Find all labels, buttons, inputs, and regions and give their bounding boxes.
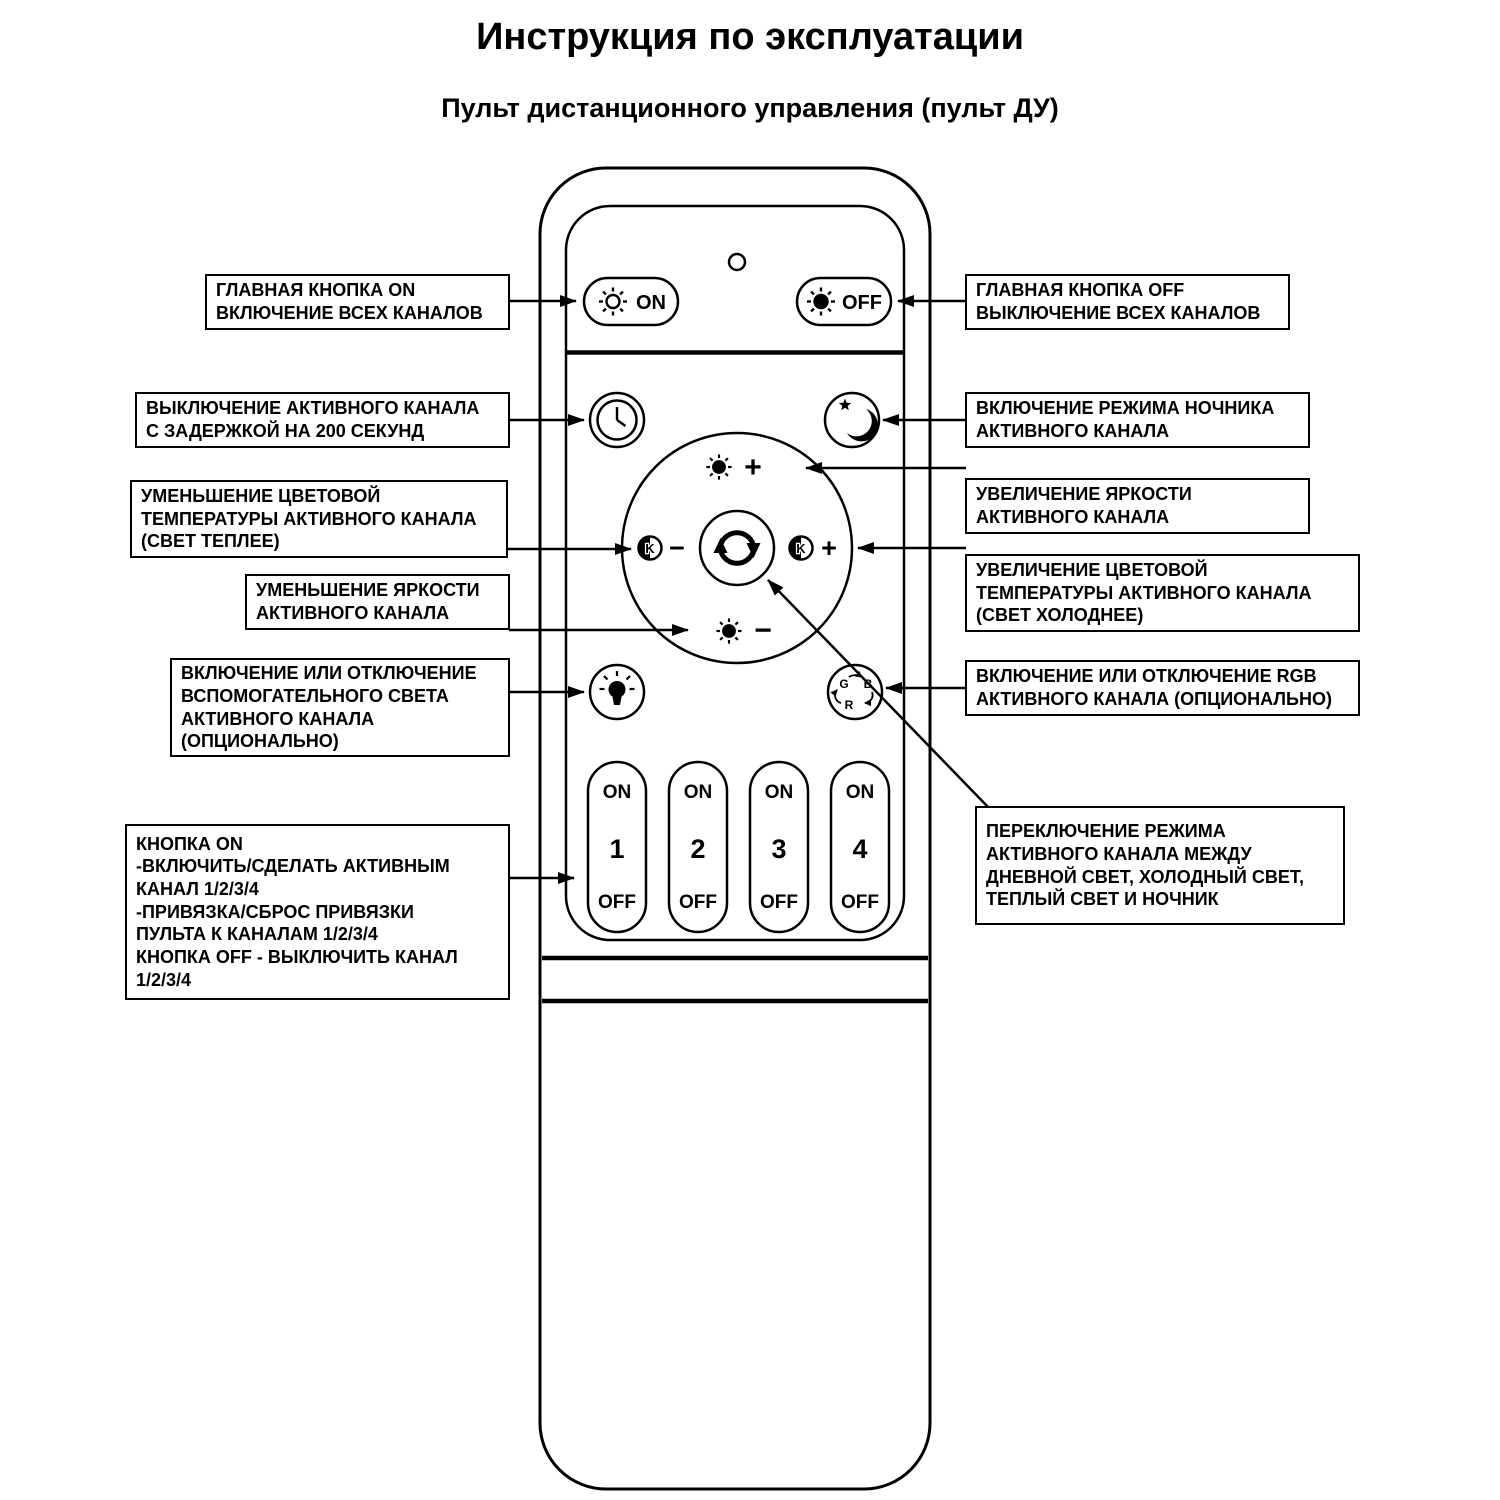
callout-channel-buttons: КНОПКА ON -ВКЛЮЧИТЬ/СДЕЛАТЬ АКТИВНЫМ КАН… [125, 824, 510, 1000]
callout-aux-light: ВКЛЮЧЕНИЕ ИЛИ ОТКЛЮЧЕНИЕ ВСПОМОГАТЕЛЬНОГ… [170, 658, 510, 757]
led-dot [727, 252, 747, 272]
svg-text:OFF: OFF [841, 892, 879, 913]
night-light-button [823, 391, 881, 449]
main-on-button: ON [582, 276, 680, 327]
main-on-label: ON [636, 292, 666, 314]
svg-text:3: 3 [771, 834, 786, 864]
aux-light-button [588, 663, 646, 721]
svg-text:ON: ON [603, 782, 632, 803]
callout-main-on: ГЛАВНАЯ КНОПКА ON ВКЛЮЧЕНИЕ ВСЕХ КАНАЛОВ [205, 274, 510, 330]
svg-text:2: 2 [690, 834, 705, 864]
brightness-up-button: + [705, 451, 762, 484]
svg-text:OFF: OFF [679, 892, 717, 913]
channel-2-button: ON 2 OFF [667, 760, 729, 934]
temp-minus-sign: − [669, 533, 685, 563]
callout-rgb: ВКЛЮЧЕНИЕ ИЛИ ОТКЛЮЧЕНИЕ RGB АКТИВНОГО К… [965, 660, 1360, 716]
callout-temp-down: УМЕНЬШЕНИЕ ЦВЕТОВОЙ ТЕМПЕРАТУРЫ АКТИВНОГ… [130, 480, 508, 558]
kelvin-plus-icon: K [788, 535, 814, 561]
brightness-down-button: − [715, 614, 772, 647]
callout-main-off: ГЛАВНАЯ КНОПКА OFF ВЫКЛЮЧЕНИЕ ВСЕХ КАНАЛ… [965, 274, 1290, 330]
callout-temp-up: УВЕЛИЧЕНИЕ ЦВЕТОВОЙ ТЕМПЕРАТУРЫ АКТИВНОГ… [965, 554, 1360, 632]
page-subtitle: Пульт дистанционного управления (пульт Д… [441, 93, 1059, 123]
svg-text:4: 4 [852, 834, 867, 864]
bulb-icon [599, 671, 635, 705]
svg-text:1: 1 [609, 834, 624, 864]
svg-text:ON: ON [684, 782, 713, 803]
svg-text:OFF: OFF [760, 892, 798, 913]
callout-brightness-down: УМЕНЬШЕНИЕ ЯРКОСТИ АКТИВНОГО КАНАЛА [245, 574, 510, 630]
channel-4-button: ON 4 OFF [829, 760, 891, 934]
svg-text:K: K [796, 541, 806, 556]
brightness-minus-sign: − [754, 614, 772, 647]
remote-body [538, 166, 932, 1491]
mode-cycle-button [698, 509, 776, 587]
kelvin-minus-icon: K [637, 535, 663, 561]
svg-text:K: K [645, 541, 655, 556]
callout-mode-cycle: ПЕРЕКЛЮЧЕНИЕ РЕЖИМА АКТИВНОГО КАНАЛА МЕЖ… [975, 806, 1345, 925]
svg-text:ON: ON [846, 782, 875, 803]
svg-text:R: R [845, 698, 854, 712]
arrow-mode-cycle [767, 579, 989, 808]
main-off-label: OFF [842, 292, 882, 314]
clock-icon [596, 399, 638, 441]
delay-off-button [588, 391, 646, 449]
channel-1-button: ON 1 OFF [586, 760, 648, 934]
callout-night-light: ВКЛЮЧЕНИЕ РЕЖИМА НОЧНИКА АКТИВНОГО КАНАЛ… [965, 392, 1310, 448]
brightness-plus-sign: + [744, 451, 762, 484]
svg-text:ON: ON [765, 782, 794, 803]
temp-plus-sign: + [821, 533, 837, 563]
callout-brightness-up: УВЕЛИЧЕНИЕ ЯРКОСТИ АКТИВНОГО КАНАЛА [965, 478, 1310, 534]
svg-text:OFF: OFF [598, 892, 636, 913]
channel-3-button: ON 3 OFF [748, 760, 810, 934]
main-off-button: OFF [795, 276, 893, 327]
color-temp-down-button: K − [637, 533, 685, 563]
color-temp-up-button: K + [788, 533, 837, 563]
callout-delay-off: ВЫКЛЮЧЕНИЕ АКТИВНОГО КАНАЛА С ЗАДЕРЖКОЙ … [135, 392, 510, 448]
svg-text:G: G [839, 677, 848, 691]
moon-star-icon [838, 398, 878, 442]
page-title: Инструкция по эксплуатации [476, 16, 1024, 58]
cycle-arrows-icon [713, 530, 761, 566]
